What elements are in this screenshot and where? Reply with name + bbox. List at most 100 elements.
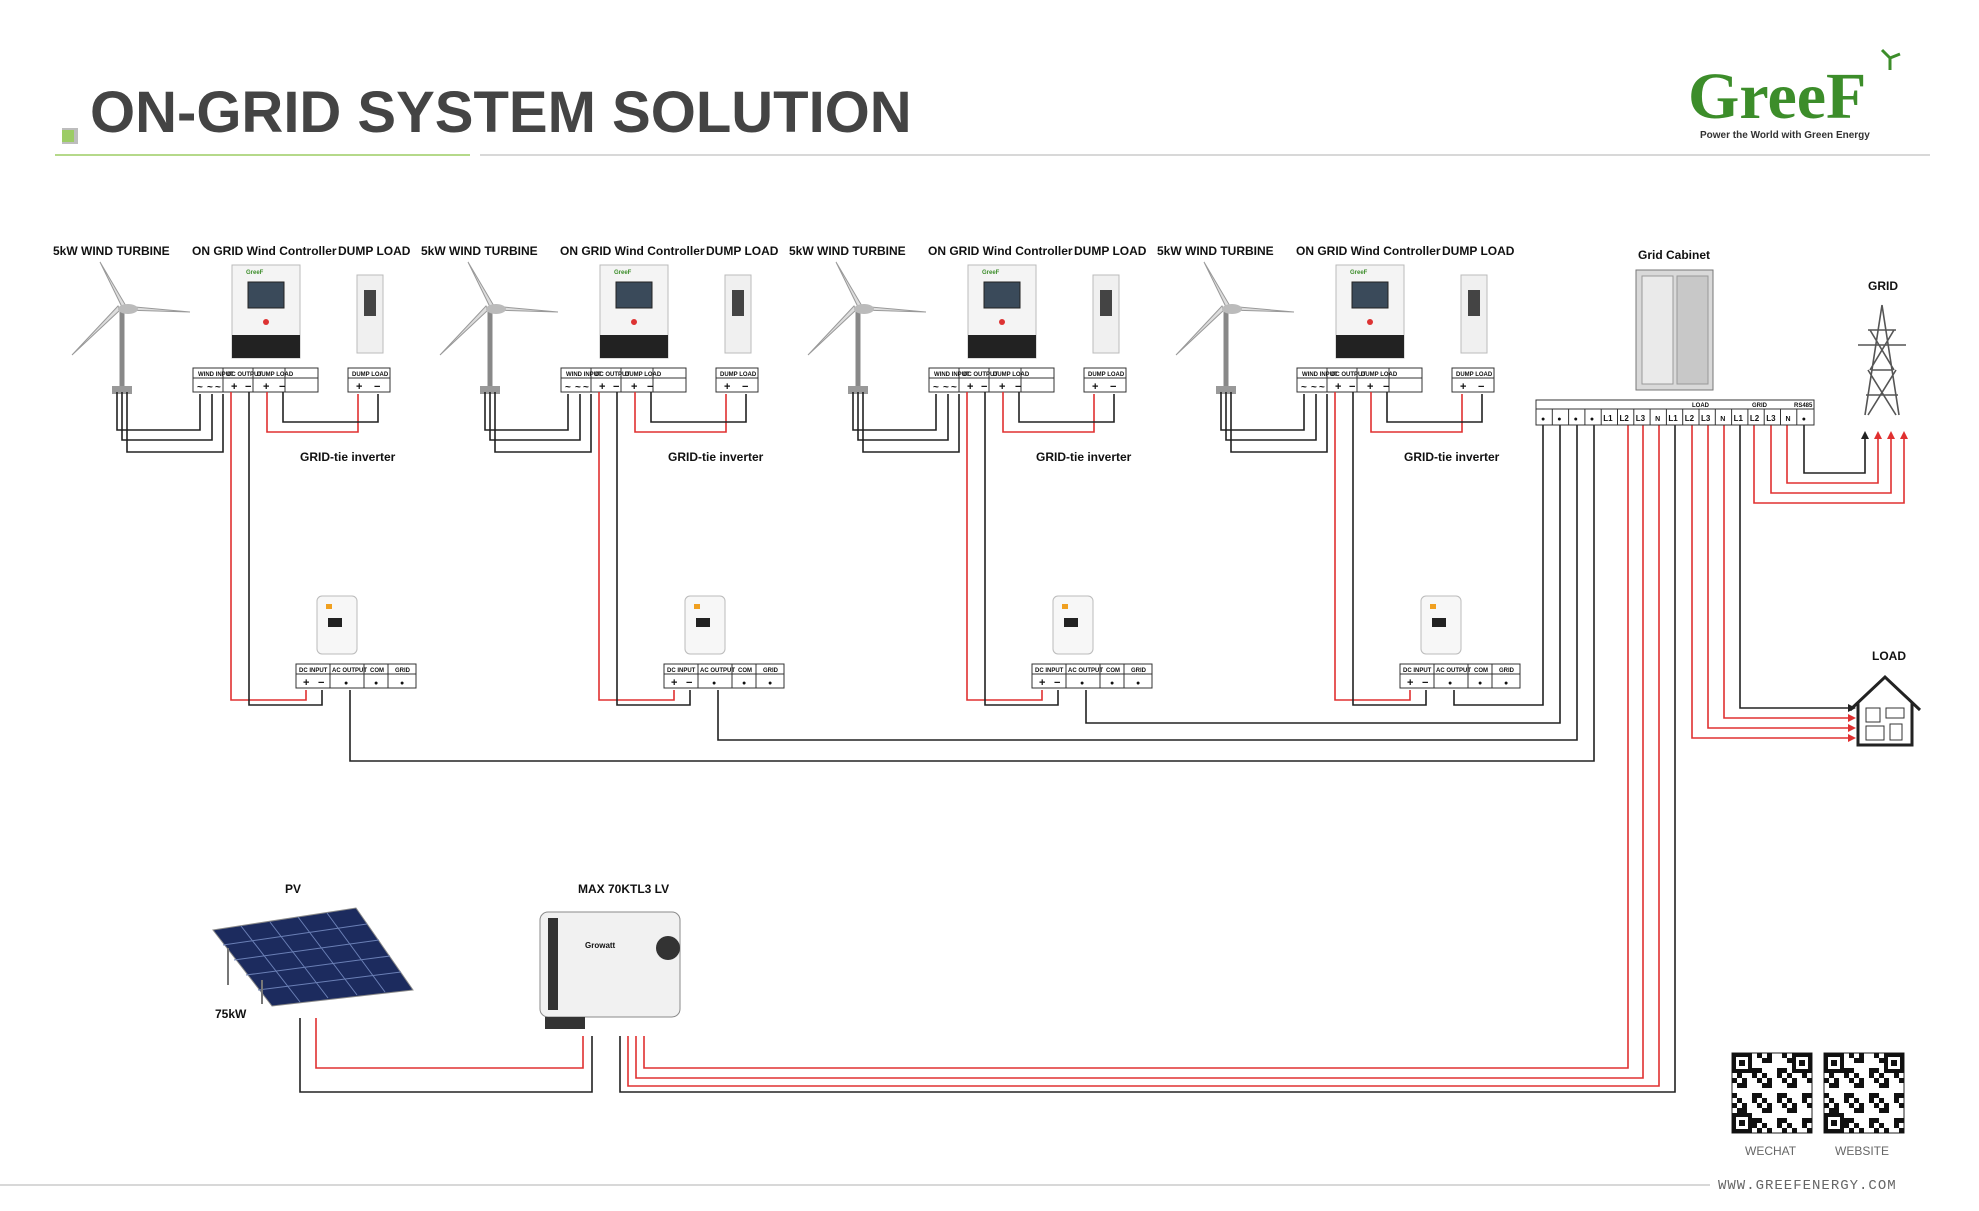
ac-terminal: ~ xyxy=(943,382,949,393)
com-header: COM xyxy=(1474,668,1488,674)
wind-turbine-icon xyxy=(71,261,191,394)
turbine-label: 5kW WIND TURBINE xyxy=(1157,244,1274,258)
inv-plus: + xyxy=(303,677,309,689)
qr-module xyxy=(1792,1083,1797,1088)
load-label: LOAD xyxy=(1872,649,1906,663)
grid-tower: GRID xyxy=(1858,279,1906,416)
greef-logo: GreeF Power the World with Green Energy xyxy=(1688,48,1901,141)
terminal-dot: ● xyxy=(712,680,716,687)
wind-input-header: WIND INPUT xyxy=(934,372,970,378)
wire xyxy=(1691,425,1848,739)
inverter-led xyxy=(326,604,332,609)
qr-module xyxy=(1752,1123,1757,1128)
transmission-tower-icon xyxy=(1858,304,1906,416)
qr-finder xyxy=(1739,1060,1745,1066)
wire xyxy=(282,392,379,423)
controller-base xyxy=(1336,335,1404,358)
qr-module xyxy=(1762,1058,1767,1063)
wire xyxy=(717,425,1578,741)
qr-module xyxy=(1802,1118,1807,1123)
pv-inverter-feet xyxy=(545,1017,585,1029)
dump-load-panel xyxy=(732,290,744,316)
wire xyxy=(634,392,727,433)
terminal-dot: ● xyxy=(400,680,404,687)
qr-module xyxy=(1767,1103,1772,1108)
dc-minus-terminal: − xyxy=(1349,381,1355,393)
fridge-icon xyxy=(1889,723,1903,741)
controller-terminal-box xyxy=(1296,367,1423,393)
wire xyxy=(852,392,937,431)
qr-module xyxy=(1762,1108,1767,1113)
qr-module xyxy=(1792,1128,1797,1133)
inverter-label: GRID-tie inverter xyxy=(1036,450,1132,464)
controller-label: ON GRID Wind Controller xyxy=(1296,244,1441,258)
dump-load-icon xyxy=(1460,274,1488,354)
turbine-label: 5kW WIND TURBINE xyxy=(53,244,170,258)
cabinet-grid-header: GRID xyxy=(1752,403,1768,409)
qr-module xyxy=(1737,1073,1742,1078)
arrow-icon xyxy=(1861,431,1869,439)
qr-section: WECHAT WEBSITE xyxy=(1731,1052,1905,1158)
turbine-base xyxy=(1216,386,1236,394)
wire xyxy=(1085,425,1561,724)
qr-module xyxy=(1824,1078,1829,1083)
qr-module xyxy=(1762,1123,1767,1128)
turbine-base xyxy=(112,386,132,394)
qr-module xyxy=(1829,1083,1834,1088)
dump-load-terminal-box xyxy=(347,367,391,393)
cabinet-terminal-strip xyxy=(1535,399,1815,426)
cabinet-terminal: L1 xyxy=(1603,414,1613,423)
dc-minus-terminal: − xyxy=(981,381,987,393)
wind-controller-icon: GreeF xyxy=(599,264,669,359)
turbine-label: 5kW WIND TURBINE xyxy=(421,244,538,258)
qr-module xyxy=(1792,1103,1797,1108)
qr-module xyxy=(1742,1108,1747,1113)
inverter-display xyxy=(1064,618,1078,627)
qr-module xyxy=(1757,1053,1762,1058)
wire xyxy=(1770,425,1892,494)
tv-icon xyxy=(1885,707,1905,719)
dump-plus-terminal: + xyxy=(631,381,637,393)
wire xyxy=(266,392,359,433)
qr-module xyxy=(1859,1128,1864,1133)
qr-module xyxy=(1757,1128,1762,1133)
qr-module xyxy=(1777,1073,1782,1078)
dump-load-panel xyxy=(1100,290,1112,316)
qr-module xyxy=(1782,1118,1787,1123)
turbine-hub xyxy=(118,304,138,314)
qr-module xyxy=(1757,1118,1762,1123)
grid-header: GRID xyxy=(395,668,411,674)
controller-base xyxy=(968,335,1036,358)
ac-output-header: AC OUTPUT xyxy=(700,668,735,674)
turbine-label: 5kW WIND TURBINE xyxy=(789,244,906,258)
qr-module xyxy=(1894,1118,1899,1123)
cabinet-terminal: L2 xyxy=(1750,414,1760,423)
qr-module xyxy=(1884,1128,1889,1133)
qr-module xyxy=(1879,1073,1884,1078)
inv-minus: − xyxy=(1054,677,1060,689)
qr-module xyxy=(1787,1123,1792,1128)
controller-brand: GreeF xyxy=(246,270,264,276)
qr-module xyxy=(1849,1118,1854,1123)
qr-module xyxy=(1777,1123,1782,1128)
dump-load-label: DUMP LOAD xyxy=(1442,244,1515,258)
com-header: COM xyxy=(738,668,752,674)
qr-module xyxy=(1869,1093,1874,1098)
qr-module xyxy=(1844,1123,1849,1128)
inverter-terminal-box xyxy=(663,663,785,689)
inv-plus: + xyxy=(1039,677,1045,689)
cabinet-terminal: N xyxy=(1655,416,1660,423)
qr-module xyxy=(1829,1073,1834,1078)
dump-plus-terminal: + xyxy=(999,381,1005,393)
qr-finder xyxy=(1831,1060,1837,1066)
inv-minus: − xyxy=(686,677,692,689)
qr-module xyxy=(1879,1108,1884,1113)
qr-module xyxy=(1802,1093,1807,1098)
panel-stand xyxy=(227,948,263,1004)
dump-box-plus: + xyxy=(356,381,362,393)
dump-minus-terminal: − xyxy=(1015,381,1021,393)
dump-load-box-header: DUMP LOAD xyxy=(720,372,757,378)
qr-module xyxy=(1869,1118,1874,1123)
